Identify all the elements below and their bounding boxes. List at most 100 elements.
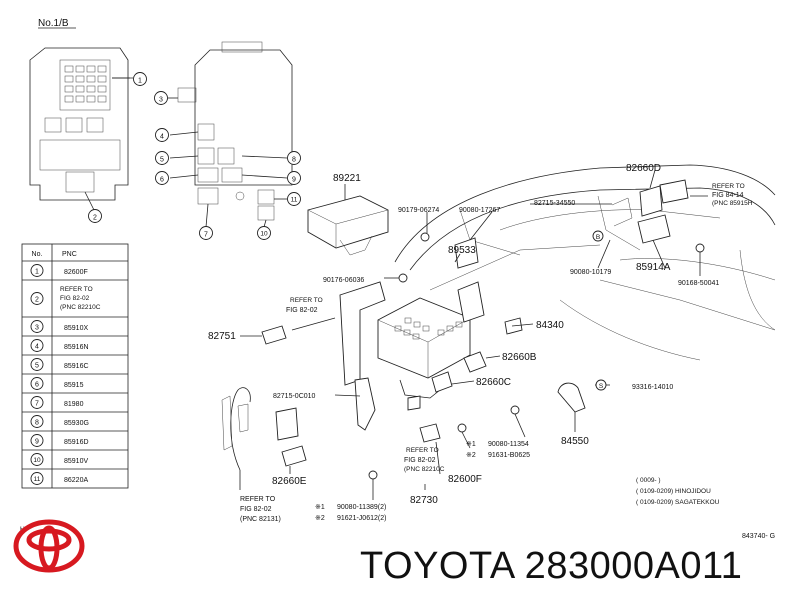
callout-1: 1 xyxy=(133,72,147,86)
svg-text:85916N: 85916N xyxy=(64,344,89,351)
callout-11: 11 xyxy=(287,192,301,206)
callout-6: 6 xyxy=(155,171,169,185)
label-refer-c2: FIG 82-02 xyxy=(240,506,272,513)
callout-circles: 1 2 3 4 5 6 7 8 9 10 11 xyxy=(88,72,301,240)
mark-2b: ※2 xyxy=(315,515,325,522)
label-82715-0C010: 82715-0C010 xyxy=(273,393,316,400)
part-labels: 89221 90179-06274 90080-17267 82715-3455… xyxy=(20,163,775,540)
label-91631: 91631-B0625 xyxy=(488,452,530,459)
legend-line-1: ( 0009- ) xyxy=(636,477,661,484)
svg-text:2: 2 xyxy=(35,297,39,304)
label-refer-d: REFER TO xyxy=(712,183,745,190)
svg-text:5: 5 xyxy=(35,363,39,370)
table-row: 11 86220A xyxy=(30,472,88,485)
toyota-logo-icon xyxy=(13,519,85,573)
svg-text:9: 9 xyxy=(35,439,39,446)
label-90080-10179: 90080-10179 xyxy=(570,269,611,276)
svg-text:1: 1 xyxy=(138,78,142,85)
label-refer-b: REFER TO xyxy=(406,447,439,454)
label-85914A: 85914A xyxy=(636,262,671,273)
label-82660E: 82660E xyxy=(272,476,307,487)
label-82730: 82730 xyxy=(410,495,438,506)
label-refer-b3: (PNC 82210C xyxy=(404,466,445,473)
svg-text:2: 2 xyxy=(93,215,97,222)
callout-9: 9 xyxy=(287,171,301,185)
legend-line-3: ( 0109-0209) SAGATEKKOU xyxy=(636,499,720,506)
table-row: 4 85916N xyxy=(30,339,89,352)
svg-text:85910X: 85910X xyxy=(64,325,88,332)
svg-text:85916D: 85916D xyxy=(64,439,89,446)
label-90080-11354: 90080-11354 xyxy=(488,441,529,448)
svg-text:85930G: 85930G xyxy=(64,420,89,427)
svg-text:10: 10 xyxy=(33,457,41,464)
callout-10: 10 xyxy=(257,226,271,240)
svg-text:3: 3 xyxy=(35,325,39,332)
brand-part-number: TOYOTA 283000A011 xyxy=(360,545,743,587)
table-header-no: No. xyxy=(32,251,43,258)
label-84550: 84550 xyxy=(561,436,589,447)
label-90080-17267: 90080-17267 xyxy=(459,207,500,214)
connector-parts xyxy=(261,179,705,480)
callout-2: 2 xyxy=(88,209,102,223)
label-89221: 89221 xyxy=(333,173,361,184)
label-refer-d3: (PNC 85915H xyxy=(712,200,753,207)
mark-2: ※2 xyxy=(466,452,476,459)
svg-text:85910V: 85910V xyxy=(64,458,88,465)
junction-block-part xyxy=(377,297,471,399)
svg-text:6: 6 xyxy=(160,177,164,184)
label-89533: 89533 xyxy=(448,245,476,256)
wire-harness xyxy=(221,387,251,490)
table-row: 9 85916D xyxy=(30,434,89,447)
callout-7: 7 xyxy=(199,226,213,240)
label-refer-b2: FIG 82-02 xyxy=(404,457,436,464)
table-row: 7 81980 xyxy=(30,396,84,409)
mark-1b: ※1 xyxy=(315,504,325,511)
svg-text:FIG 82-02: FIG 82-02 xyxy=(60,295,90,302)
svg-text:8: 8 xyxy=(292,157,296,164)
svg-text:1: 1 xyxy=(35,269,39,276)
callout-8: 8 xyxy=(287,151,301,165)
svg-text:81980: 81980 xyxy=(64,401,84,408)
svg-text:11: 11 xyxy=(291,197,298,204)
callout-5: 5 xyxy=(155,151,169,165)
table-row: 6 85915 xyxy=(30,377,84,390)
svg-text:86220A: 86220A xyxy=(64,477,88,484)
label-84340: 84340 xyxy=(536,320,564,331)
svg-text:10: 10 xyxy=(260,231,268,238)
label-91621: 91621-J0612(2) xyxy=(337,515,386,522)
label-90080-11389: 90080-11389(2) xyxy=(337,504,386,511)
label-refer-c3: (PNC 82131) xyxy=(240,516,281,523)
pnc-table: No. PNC 1 82600F 2 REFER TO FIG 82-02 (P… xyxy=(21,243,129,489)
callout-4: 4 xyxy=(155,128,169,142)
svg-text:9: 9 xyxy=(292,177,296,184)
bracket-part xyxy=(339,281,386,431)
mark-b: B xyxy=(596,234,600,241)
label-82600F: 82600F xyxy=(448,474,482,485)
table-row: 5 85916C xyxy=(30,358,89,371)
label-refer-a2: FIG 82-02 xyxy=(286,307,318,314)
mark-1: ※1 xyxy=(466,441,476,448)
label-82660B: 82660B xyxy=(502,352,537,363)
callout-3: 3 xyxy=(154,91,168,105)
table-row: 1 82600F xyxy=(30,264,88,277)
svg-text:7: 7 xyxy=(35,401,39,408)
svg-text:6: 6 xyxy=(35,382,39,389)
leader-lines xyxy=(240,169,708,500)
svg-text:5: 5 xyxy=(160,157,164,164)
table-row: 10 85910V xyxy=(30,453,88,466)
label-82715-34550: 82715-34550 xyxy=(534,200,575,207)
mark-s: S xyxy=(599,383,604,390)
label-82660D: 82660D xyxy=(626,163,661,174)
svg-text:8: 8 xyxy=(35,420,39,427)
label-90176: 90176-06036 xyxy=(323,277,364,284)
svg-text:85916C: 85916C xyxy=(64,363,89,370)
svg-text:82600F: 82600F xyxy=(64,269,88,276)
ecu-89221-part xyxy=(307,184,389,256)
legend-line-2: ( 0109-0209) HINOJIDOU xyxy=(636,488,711,495)
junction-block-drawing xyxy=(29,47,130,211)
svg-text:3: 3 xyxy=(159,97,163,104)
svg-text:11: 11 xyxy=(34,476,41,483)
label-refer-c: REFER TO xyxy=(240,496,276,503)
